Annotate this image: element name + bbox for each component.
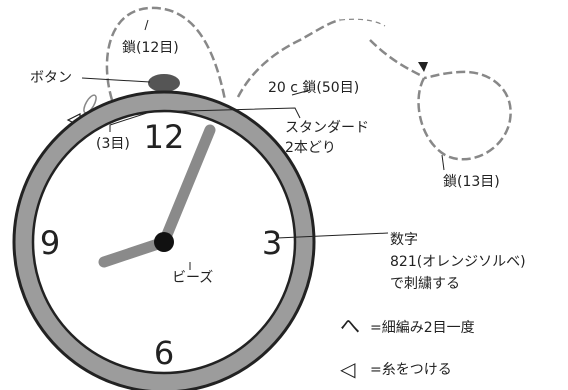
label-bead: ビーズ	[172, 270, 213, 286]
legend-attach-icon: ◁	[339, 357, 356, 381]
minute-hand	[158, 124, 216, 248]
label-chain-long: 20 c 鎖(50目)	[268, 80, 359, 96]
hour-hand	[98, 236, 170, 268]
label-standard: スタンダード	[285, 120, 369, 136]
label-button: ボタン	[30, 70, 72, 86]
chain-long	[236, 18, 421, 98]
button-shape	[148, 74, 180, 92]
chain-top-loop	[105, 6, 227, 101]
label-two-strands: 2本どり	[285, 140, 336, 156]
bead-center	[154, 232, 174, 252]
small-loop-left	[83, 94, 97, 114]
label-chain-top: 鎖(12目)	[122, 40, 179, 56]
legend: へ =細編み2目一度 ◁ =糸をつける	[339, 314, 475, 381]
legend-attach-text: =糸をつける	[370, 362, 452, 378]
chain-right-loop	[417, 70, 512, 161]
label-embroider: で刺繍する	[390, 276, 460, 292]
label-color-note: 821(オレンジソルベ)	[390, 254, 526, 270]
numeral-6: 6	[154, 334, 174, 372]
legend-decrease-icon: へ	[340, 314, 360, 338]
attach-marker-icon	[418, 62, 428, 72]
numeral-12: 12	[144, 118, 185, 156]
leader-lines	[81, 19, 445, 270]
label-chain-loop: 鎖(13目)	[443, 174, 500, 190]
label-three-stitch: (3目)	[96, 136, 130, 152]
numeral-9: 9	[40, 224, 60, 262]
label-digits: 数字	[390, 232, 418, 248]
legend-decrease-text: =細編み2目一度	[370, 320, 475, 336]
numeral-3: 3	[262, 224, 282, 262]
